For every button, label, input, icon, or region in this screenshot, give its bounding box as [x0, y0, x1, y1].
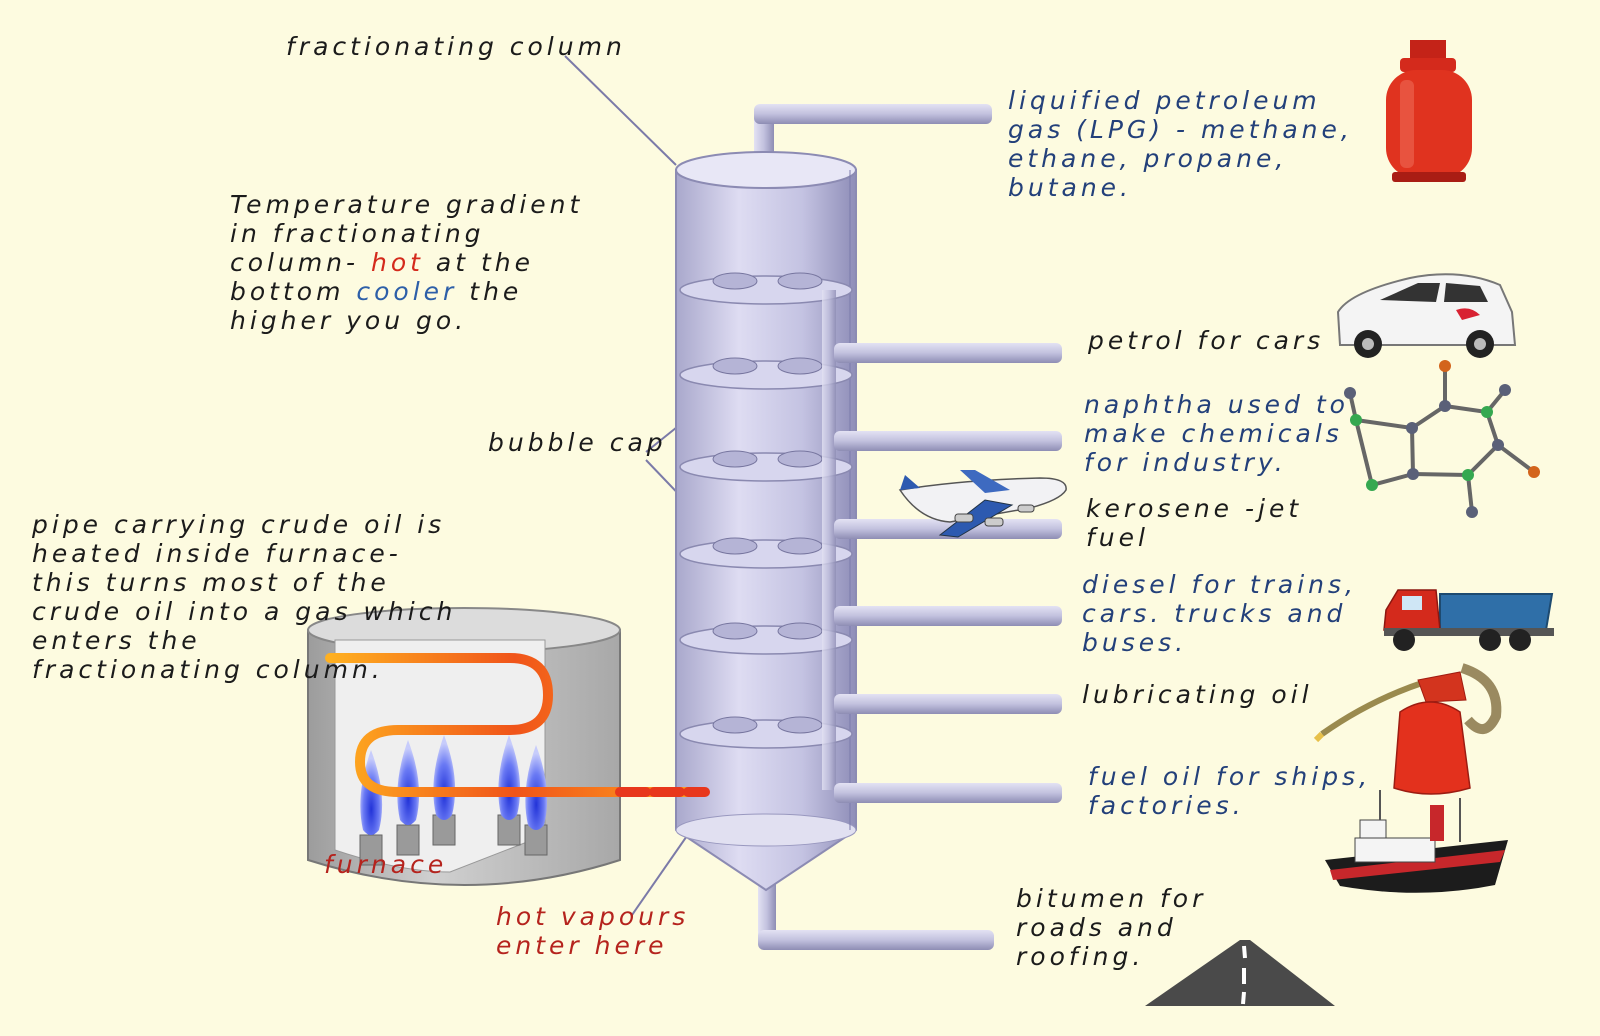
- petrol-line: petrol for cars: [1088, 326, 1325, 355]
- naphtha-line: for industry.: [1084, 448, 1287, 477]
- gradient-text: the: [457, 277, 523, 306]
- fraction-bitumen-label: bitumen for roads and roofing.: [1016, 884, 1206, 971]
- gas-cylinder-icon: [1386, 40, 1472, 182]
- naphtha-line: naphtha used to: [1084, 390, 1349, 419]
- car-icon: [1336, 273, 1517, 358]
- fraction-lpg-label: liquified petroleum gas (LPG) - methane,…: [1008, 86, 1353, 202]
- pipe-line: fractionating column.: [32, 655, 384, 684]
- bitumen-line: roofing.: [1016, 942, 1145, 971]
- hot-vapours-label: hot vapours enter here: [496, 902, 689, 960]
- pipe-description: pipe carrying crude oil is heated inside…: [32, 510, 456, 684]
- kerosene-line: kerosene -jet: [1086, 494, 1303, 523]
- gradient-text: at the: [423, 248, 534, 277]
- pipe-line: heated inside furnace-: [32, 539, 402, 568]
- fraction-lubricating-label: lubricating oil: [1082, 680, 1313, 709]
- gradient-line-5: higher you go.: [230, 306, 468, 335]
- fractionating-column-label: fractionating column: [286, 32, 626, 61]
- hot-word: hot: [371, 248, 424, 277]
- gradient-text: bottom: [230, 277, 357, 306]
- ship-icon: [1325, 790, 1508, 893]
- lpg-line: liquified petroleum: [1008, 86, 1321, 115]
- fraction-petrol-label: petrol for cars: [1088, 326, 1324, 355]
- fraction-diesel-label: diesel for trains, cars. trucks and buse…: [1082, 570, 1357, 657]
- flame-icons: [360, 735, 548, 835]
- fuel-oil-line: factories.: [1088, 791, 1245, 820]
- pipe-line: crude oil into a gas which: [32, 597, 457, 626]
- cooler-word: cooler: [356, 277, 458, 306]
- bubble-cap-label: bubble cap: [488, 428, 667, 457]
- bitumen-line: roads and: [1016, 913, 1177, 942]
- road-icon: [1145, 940, 1335, 1006]
- kerosene-line: fuel: [1086, 523, 1149, 552]
- furnace-label: furnace: [324, 850, 448, 879]
- naphtha-line: make chemicals: [1084, 419, 1343, 448]
- lubricating-line: lubricating oil: [1082, 680, 1313, 709]
- diesel-line: buses.: [1082, 628, 1188, 657]
- gradient-line-1: Temperature gradient: [230, 190, 584, 219]
- hot-vapours-line: hot vapours: [496, 902, 690, 931]
- bitumen-line: bitumen for: [1016, 884, 1207, 913]
- gradient-line-3: column- hot at the: [230, 248, 583, 277]
- lpg-line: ethane, propane,: [1008, 144, 1288, 173]
- airplane-icon: [898, 470, 1067, 538]
- pipe-line: pipe carrying crude oil is: [32, 510, 446, 539]
- gradient-line-2: in fractionating: [230, 219, 485, 248]
- fuel-oil-line: fuel oil for ships,: [1088, 762, 1372, 791]
- oil-can-icon: [1313, 663, 1502, 795]
- fraction-fuel-oil-label: fuel oil for ships, factories.: [1088, 762, 1371, 820]
- gradient-line-4: bottom cooler the: [230, 277, 583, 306]
- hot-crude-oil-pipe: [232, 653, 710, 797]
- lpg-line: gas (LPG) - methane,: [1008, 115, 1353, 144]
- gradient-text: column-: [230, 248, 371, 277]
- diesel-line: cars. trucks and: [1082, 599, 1347, 628]
- pipe-line: this turns most of the: [32, 568, 390, 597]
- temperature-gradient-note: Temperature gradient in fractionating co…: [230, 190, 583, 335]
- truck-icon: [1383, 589, 1554, 651]
- fraction-kerosene-label: kerosene -jet fuel: [1086, 494, 1302, 552]
- diesel-line: diesel for trains,: [1082, 570, 1357, 599]
- hot-vapours-line: enter here: [496, 931, 668, 960]
- fraction-naphtha-label: naphtha used to make chemicals for indus…: [1084, 390, 1349, 477]
- pipe-line: enters the: [32, 626, 201, 655]
- lpg-line: butane.: [1008, 173, 1133, 202]
